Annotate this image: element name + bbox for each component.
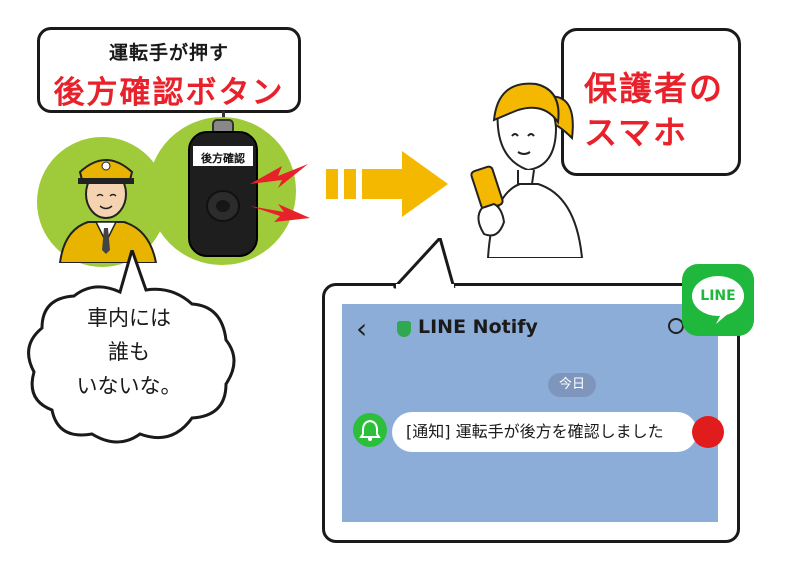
guardian-label-box: 保護者の スマホ <box>561 28 741 176</box>
thought-line2: 誰も <box>108 340 150 364</box>
panel-tail <box>392 238 456 290</box>
signal-icon <box>250 164 310 222</box>
thought-bubble <box>27 250 236 444</box>
line-bubble-icon <box>692 276 744 324</box>
button-label-box: 運転手が押す 後方確認ボタン <box>37 27 301 113</box>
message-bubble[interactable]: [通知] 運転手が後方を確認しました <box>392 412 697 452</box>
remote-device <box>188 119 258 257</box>
app-shield-icon <box>397 321 411 337</box>
arrow-icon <box>326 151 448 217</box>
line-logo: LINE <box>682 264 754 336</box>
button-label-title: 後方確認ボタン <box>53 75 285 111</box>
button-label-subtitle: 運転手が押す <box>108 42 229 64</box>
woman-illustration <box>470 82 584 258</box>
device-tag: 後方確認 <box>201 152 245 165</box>
thought-line3: いないな。 <box>76 374 182 398</box>
bell-icon <box>359 419 381 441</box>
line-logo-text: LINE <box>700 288 736 304</box>
sender-avatar[interactable] <box>353 413 387 447</box>
tap-indicator <box>692 416 724 448</box>
date-separator: 今日 <box>548 373 596 397</box>
thought-text: 車内には 誰も いないな。 <box>64 301 194 403</box>
guardian-label: 保護者の スマホ <box>584 67 724 155</box>
guardian-label-line2: スマホ <box>584 113 689 152</box>
back-icon[interactable]: ‹ <box>356 312 368 345</box>
thought-line1: 車内には <box>87 306 171 330</box>
chat-title: LINE Notify <box>418 316 538 338</box>
driver-illustration <box>58 159 158 263</box>
guardian-label-line1: 保護者の <box>584 69 724 108</box>
